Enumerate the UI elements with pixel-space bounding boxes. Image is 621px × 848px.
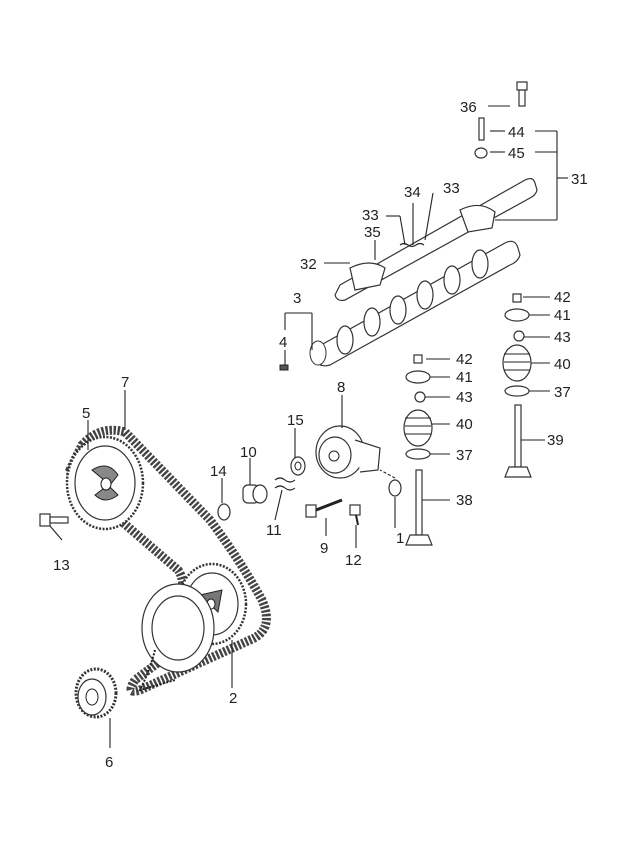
- crankshaft-sprocket: [74, 667, 118, 719]
- label-44: 44: [508, 124, 525, 141]
- label-2: 2: [229, 690, 237, 707]
- label-11: 11: [266, 522, 282, 539]
- label-14: 14: [210, 463, 227, 480]
- label-40-right: 40: [554, 356, 571, 373]
- leader-lines: [49, 105, 568, 748]
- part-labels: 1 2 3 4 5 6 7 8 9 10 11 12 13 14 15 31 3…: [53, 99, 588, 771]
- label-33-left: 33: [362, 207, 379, 224]
- bolt-13: [39, 513, 69, 527]
- valve-assembly-left: [403, 354, 433, 546]
- valve-assembly-right: [502, 293, 532, 478]
- label-7: 7: [121, 374, 129, 391]
- label-33-right: 33: [443, 180, 460, 197]
- label-37-left: 37: [456, 447, 473, 464]
- label-45: 45: [508, 145, 525, 162]
- label-42-right: 42: [554, 289, 571, 306]
- idler-small-parts: [217, 456, 306, 521]
- label-4: 4: [279, 334, 287, 351]
- label-43-right: 43: [554, 329, 571, 346]
- label-36: 36: [460, 99, 477, 116]
- label-9: 9: [320, 540, 328, 557]
- label-3: 3: [293, 290, 301, 307]
- label-1: 1: [396, 530, 404, 547]
- label-6: 6: [105, 754, 113, 771]
- label-41-right: 41: [554, 307, 571, 324]
- fasteners-36-44-45: [474, 81, 528, 159]
- label-12: 12: [345, 552, 362, 569]
- label-32: 32: [300, 256, 317, 273]
- label-31: 31: [571, 171, 588, 188]
- label-10: 10: [240, 444, 257, 461]
- cam-pulley: [65, 435, 145, 531]
- rocker-shaft: [334, 177, 538, 302]
- label-41-left: 41: [456, 369, 473, 386]
- label-38: 38: [456, 492, 473, 509]
- camshaft: [279, 240, 521, 371]
- label-34: 34: [404, 184, 421, 201]
- label-37-right: 37: [554, 384, 571, 401]
- label-43-left: 43: [456, 389, 473, 406]
- label-40-left: 40: [456, 416, 473, 433]
- label-5: 5: [82, 405, 90, 422]
- label-42-left: 42: [456, 351, 473, 368]
- label-39: 39: [547, 432, 564, 449]
- belt-tensioner: [315, 425, 402, 497]
- label-13: 13: [53, 557, 70, 574]
- label-35: 35: [364, 224, 381, 241]
- label-8: 8: [337, 379, 345, 396]
- crankshaft-pulley: [138, 562, 248, 692]
- bolts-9-12: [305, 498, 361, 526]
- label-15: 15: [287, 412, 304, 429]
